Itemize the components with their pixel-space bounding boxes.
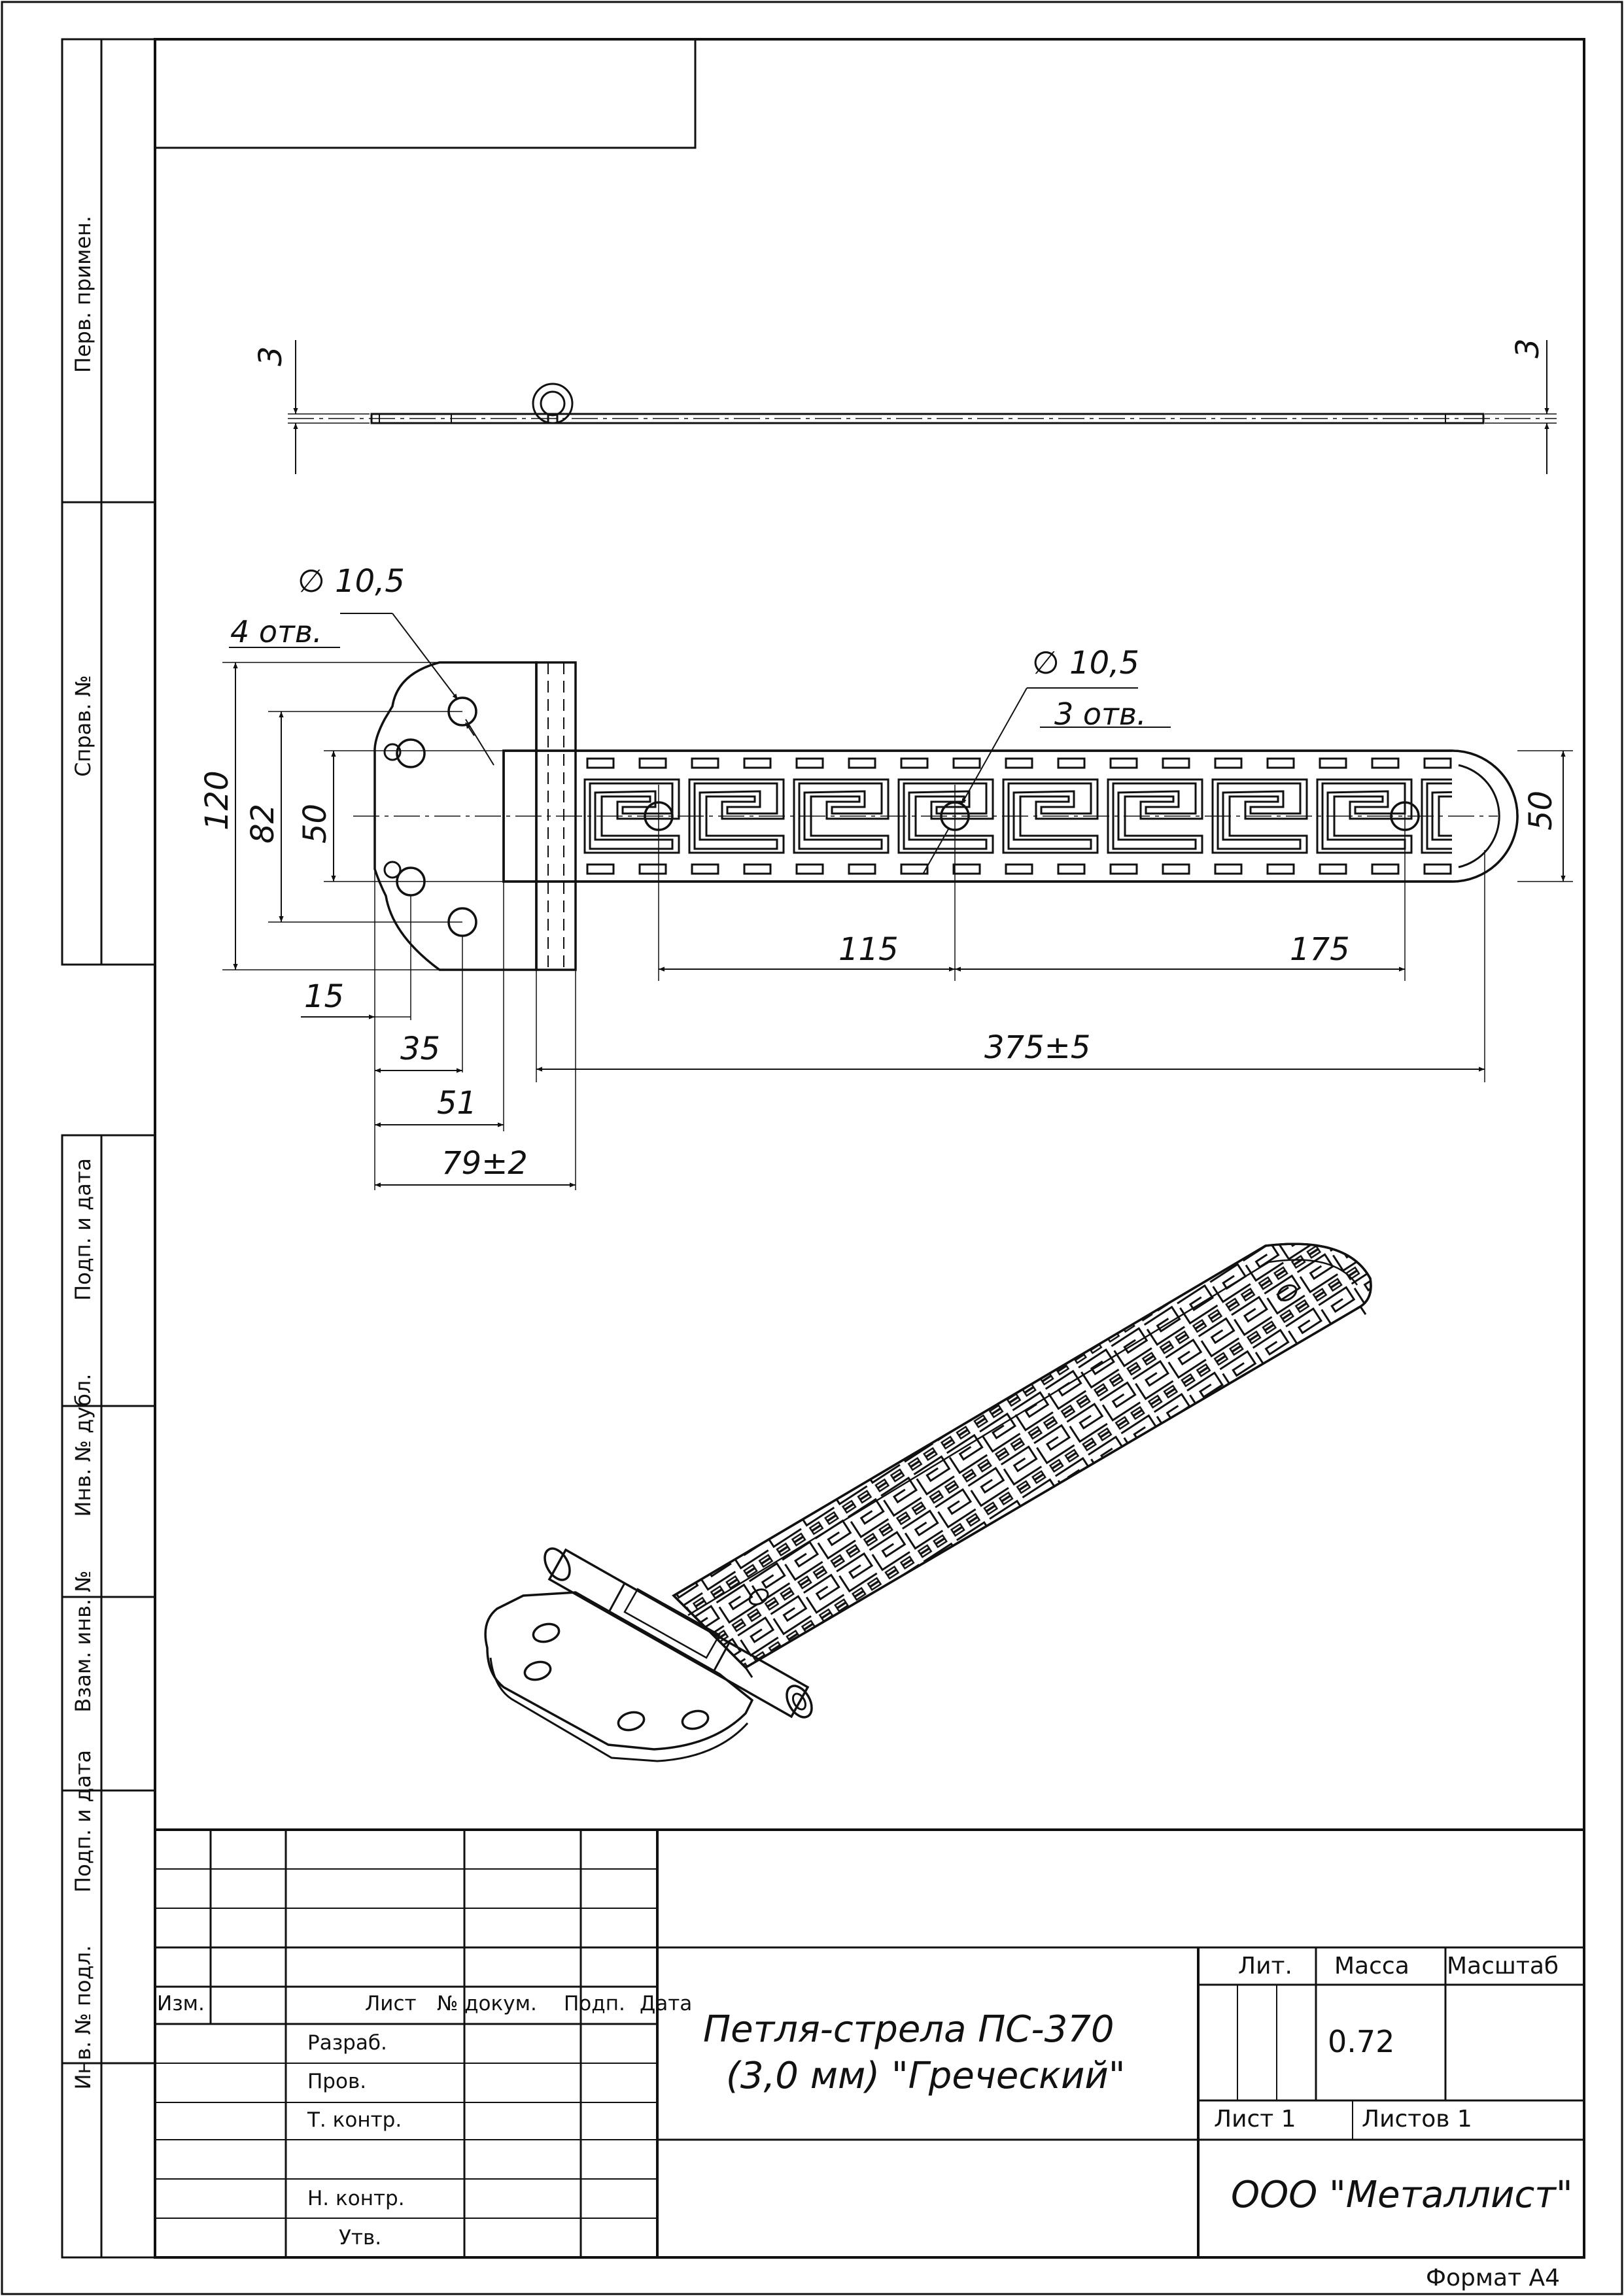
side-view: 3 3 <box>252 338 1557 474</box>
dim-51: 51 <box>437 1085 477 1122</box>
massa-value: 0.72 <box>1328 2024 1394 2059</box>
label-hole-diam-b: ∅ 10,5 <box>1032 645 1139 681</box>
drawing-name-line2: (3,0 мм) "Греческий" <box>726 2055 1126 2097</box>
dim-115: 115 <box>838 931 899 968</box>
stamp-sprav-no: Справ. № <box>71 675 95 777</box>
dim-strap-width-50: 50 <box>1523 791 1559 831</box>
format-label: Формат А4 <box>1426 2265 1560 2291</box>
stamp-perv-primen: Перв. примен. <box>71 216 95 373</box>
lit-header: Лит. <box>1238 1953 1292 1979</box>
masshtab-header: Масштаб <box>1447 1953 1559 1979</box>
isometric-view <box>484 1242 1372 1762</box>
dim-height-120: 120 <box>199 770 235 831</box>
stamp-inv-podl: Инв. № подл. <box>71 1945 95 2090</box>
dim-375: 375±5 <box>984 1029 1090 1066</box>
side-stamp-columns: Перв. примен. Справ. № Подп. и дата Инв.… <box>61 38 156 2259</box>
dim-79: 79±2 <box>441 1145 528 1182</box>
col-dokum: № докум. <box>437 1992 537 2015</box>
label-hole-diam-a: ∅ 10,5 <box>298 563 405 600</box>
hole-plate-1 <box>396 738 426 768</box>
company-name: ООО "Металлист" <box>1231 2174 1573 2216</box>
row-razrab: Разраб. <box>307 2031 387 2055</box>
col-izm: Изм. <box>157 1992 205 2015</box>
dim-height-82: 82 <box>245 804 281 844</box>
front-view: ∅ 10,5 4 отв. ∅ 10,5 3 отв. 120 82 50 50 <box>199 563 1573 1190</box>
title-block: Изм. Лист № докум. Подп. Дата Разраб. Пр… <box>154 1828 1585 2259</box>
dim-15: 15 <box>304 978 344 1015</box>
stamp-podp-data-1: Подп. и дата <box>71 1158 95 1301</box>
row-prov: Пров. <box>307 2070 366 2093</box>
dim-side-thickness-left: 3 <box>252 346 289 366</box>
dim-side-thickness-right: 3 <box>1510 338 1546 358</box>
col-data: Дата <box>640 1992 692 2015</box>
stamp-inv-dubl: Инв. № дубл. <box>71 1374 95 1517</box>
drawing-name-line1: Петля-стрела ПС-370 <box>703 2008 1114 2051</box>
sheet-number: Лист 1 <box>1214 2106 1296 2133</box>
row-t-kontr: Т. контр. <box>307 2108 402 2132</box>
col-list: Лист <box>365 1992 417 2015</box>
dim-height-50: 50 <box>297 804 334 844</box>
label-hole-count-b: 3 отв. <box>1054 696 1147 732</box>
dim-35: 35 <box>400 1031 440 1067</box>
massa-header: Масса <box>1334 1953 1409 1979</box>
stamp-podp-data-2: Подп. и дата <box>71 1750 95 1893</box>
col-podp: Подп. <box>564 1992 625 2015</box>
dim-175: 175 <box>1290 931 1350 968</box>
label-hole-count-a: 4 отв. <box>230 614 322 649</box>
stamp-vzam-inv: Взам. инв. № <box>71 1570 95 1712</box>
sheet-count: Листов 1 <box>1362 2106 1472 2133</box>
row-utv: Утв. <box>339 2226 381 2250</box>
row-n-kontr: Н. контр. <box>307 2187 405 2210</box>
